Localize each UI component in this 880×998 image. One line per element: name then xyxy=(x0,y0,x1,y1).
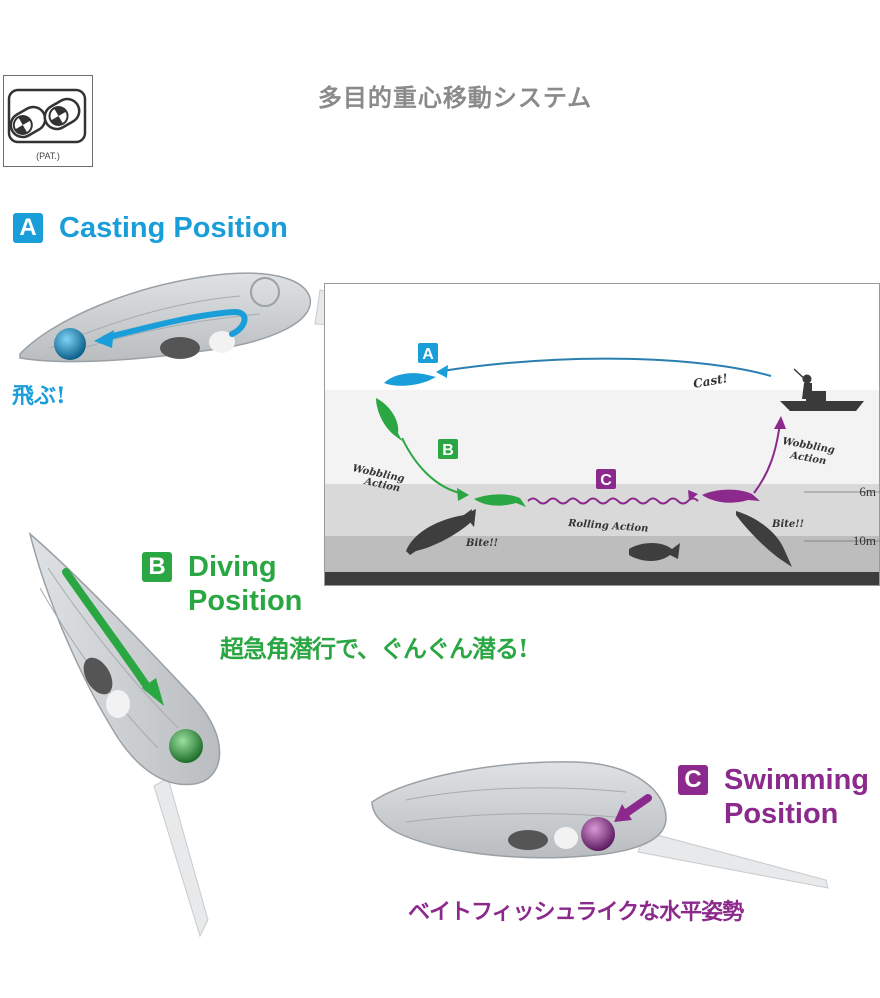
bass-fish-icon-left xyxy=(406,509,476,555)
water-layer-2 xyxy=(324,536,880,572)
patent-logo: (PAT.) xyxy=(3,75,93,167)
rolling-wave xyxy=(527,497,699,505)
swimming-copy: ベイトフィッシュライクな水平姿勢 xyxy=(408,899,744,925)
casting-copy: 飛ぶ! xyxy=(12,383,66,409)
pat-label: (PAT.) xyxy=(36,151,60,161)
bite-right-label: Bite!! xyxy=(771,519,804,530)
lure-b-icon xyxy=(376,398,402,441)
lure-c-icon xyxy=(702,489,760,503)
diving-title-line2: Position xyxy=(188,585,303,617)
lure-b-swimming-icon xyxy=(474,494,526,507)
marker-a: A xyxy=(422,346,434,363)
casting-position-title: Casting Position xyxy=(59,212,288,244)
diving-copy: 超急角潜行で、ぐんぐん潜る! xyxy=(220,634,529,663)
swimming-lure-illustration xyxy=(371,761,829,889)
marker-b: B xyxy=(442,442,454,459)
lake-bottom xyxy=(324,572,880,586)
bass-fish-icon-center xyxy=(629,543,680,561)
swimming-title-line1: Swimming xyxy=(724,764,870,796)
water-layer-1 xyxy=(324,484,880,536)
diving-position-title: Diving Position xyxy=(188,550,302,618)
cast-label: Cast! xyxy=(692,371,729,391)
depth-6m: 6m xyxy=(859,484,876,499)
diving-title-line1: Diving xyxy=(188,551,277,583)
badge-a: A xyxy=(13,213,43,243)
boat-icon xyxy=(780,368,864,411)
bass-fish-icon-right xyxy=(736,511,792,567)
bite-left-label: Bite!! xyxy=(465,538,498,549)
marker-c: C xyxy=(600,472,612,489)
diving-position-heading: B Diving Position xyxy=(142,550,302,618)
swimming-position-heading: C Swimming Position xyxy=(678,763,869,831)
sky-area xyxy=(324,283,880,390)
depth-10m: 10m xyxy=(853,533,876,548)
swimming-position-title: Swimming Position xyxy=(724,763,869,831)
swimming-title-line2: Position xyxy=(724,798,839,830)
casting-position-heading: A Casting Position xyxy=(13,211,288,245)
lure-a-icon xyxy=(384,373,436,386)
action-diagram: 6m 10m Cast! A B Wobbling Action Rolling… xyxy=(324,283,880,586)
badge-b: B xyxy=(142,552,172,582)
diving-lure-illustration xyxy=(28,531,221,938)
badge-c: C xyxy=(678,765,708,795)
weight-balls-icon xyxy=(7,88,87,144)
page-title: 多目的重心移動システム xyxy=(317,85,593,112)
